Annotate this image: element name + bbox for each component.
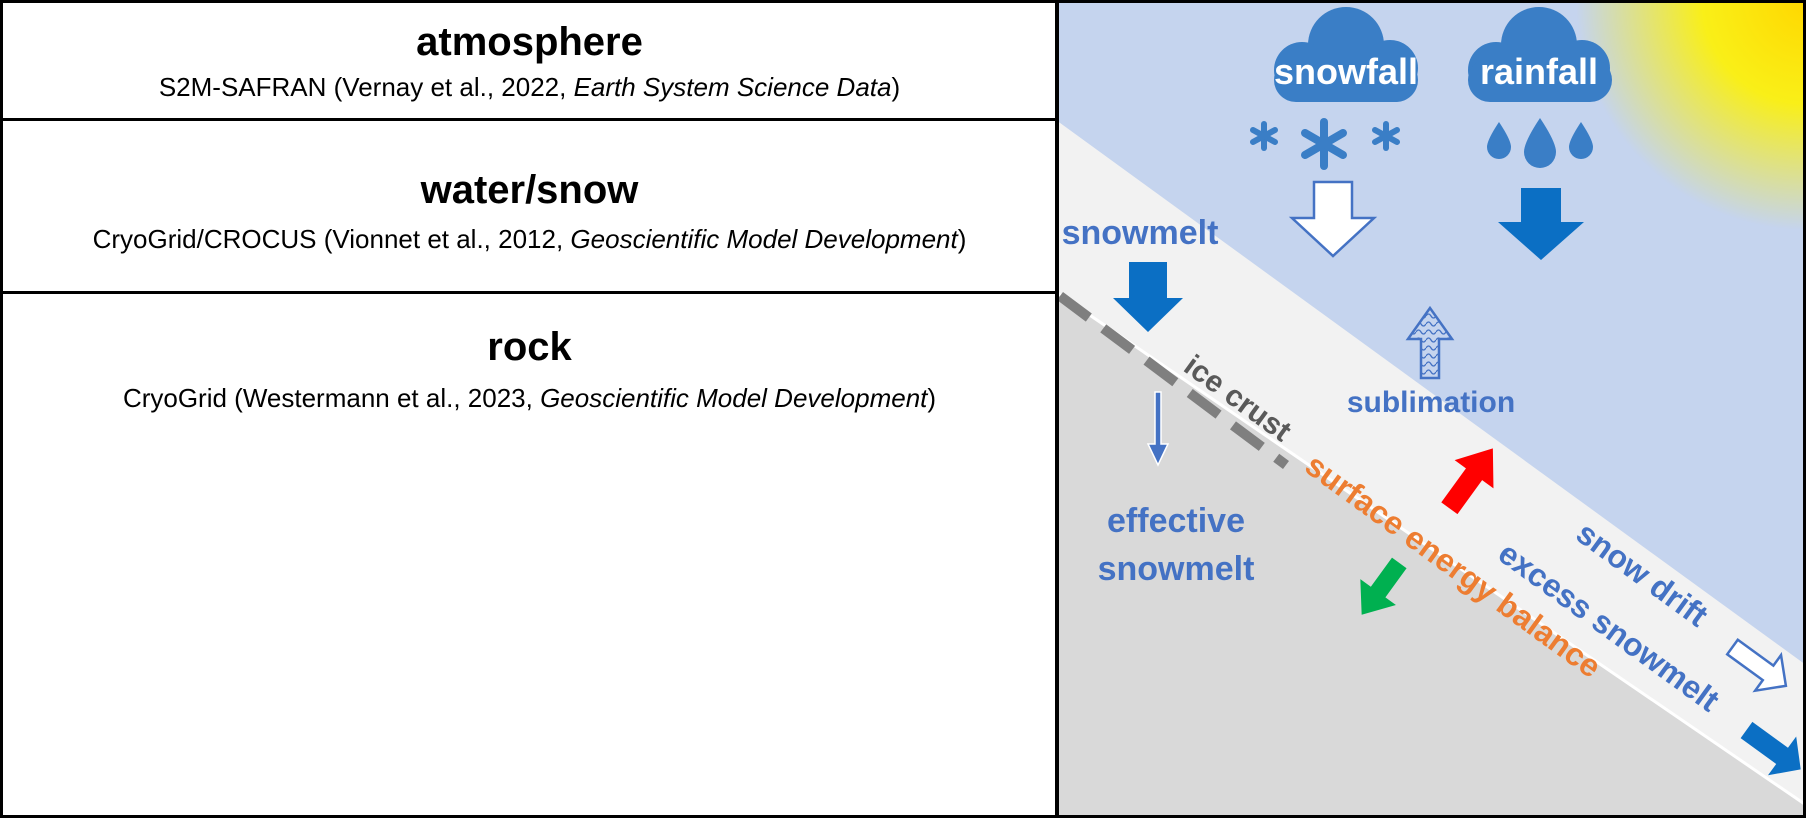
sublimation-arrow [1405,305,1455,380]
excess-snowmelt-arrow [1740,721,1801,776]
diagram-border [1056,0,1806,818]
snowfall-arrow [1288,180,1378,258]
raindrop-icon [1524,118,1556,168]
process-diagram-svg: snowfall rainfall snowmelt sublimation i… [1055,0,1806,818]
raindrop-icon [1487,122,1511,159]
snowfall-cloud-icon [1274,7,1418,102]
snow-drift-arrow [1725,637,1788,693]
sublimation-label: sublimation [1347,386,1515,419]
snowmelt-label: snowmelt [1062,214,1219,252]
citation-end: ) [927,383,937,413]
citation-journal: Earth System Science Data [573,72,892,102]
rock-title: rock [487,325,572,369]
water-snow-layer: water/snow CryoGrid/CROCUS (Vionnet et a… [3,121,1056,294]
atmosphere-layer: atmosphere S2M-SAFRAN (Vernay et al., 20… [3,3,1056,121]
citation-text: CryoGrid (Westermann et al., 2023, [122,383,541,413]
snowflake-icon [1250,121,1278,151]
snowflake-icon [1372,121,1400,151]
raindrop-icon [1569,122,1593,159]
process-diagram: snowfall rainfall snowmelt sublimation i… [1055,0,1806,818]
snow-rock-boundary [1055,290,1806,807]
upward-energy-flux-arrow [1441,448,1494,515]
model-layers-panel: atmosphere S2M-SAFRAN (Vernay et al., 20… [0,0,1056,818]
snowmelt-arrow [1113,262,1183,332]
water-snow-title: water/snow [420,168,639,212]
snow-layer [1056,120,1806,805]
ice-crust-line [1057,291,1289,470]
citation-end: ) [891,72,901,102]
citation-text: S2M-SAFRAN (Vernay et al., 2022, [158,72,574,102]
rock-citation: CryoGrid (Westermann et al., 2023, Geosc… [3,382,1056,414]
effective-label-line1: effective [1107,502,1245,540]
water-snow-citation: CryoGrid/CROCUS (Vionnet et al., 2012, G… [3,223,1056,255]
atmosphere-title: atmosphere [416,20,643,64]
effective-label-line2: snowmelt [1098,550,1255,588]
citation-text: CryoGrid/CROCUS (Vionnet et al., 2012, [92,224,571,254]
sun-glow [1576,0,1806,230]
rock-layer: rock CryoGrid (Westermann et al., 2023, … [3,294,1056,818]
citation-journal: Geoscientific Model Development [570,224,958,254]
citation-journal: Geoscientific Model Development [540,383,928,413]
snowflake-large-icon [1301,118,1347,170]
effective-snowmelt-arrow [1146,391,1170,467]
downward-energy-flux-arrow [1360,557,1407,615]
rainfall-arrow [1498,188,1584,260]
snowfall-label: snowfall [1274,51,1418,92]
citation-end: ) [957,224,967,254]
atmosphere-citation: S2M-SAFRAN (Vernay et al., 2022, Earth S… [3,71,1056,103]
rainfall-cloud-icon [1468,7,1612,102]
rainfall-label: rainfall [1480,51,1598,92]
rock-area [1056,292,1806,818]
